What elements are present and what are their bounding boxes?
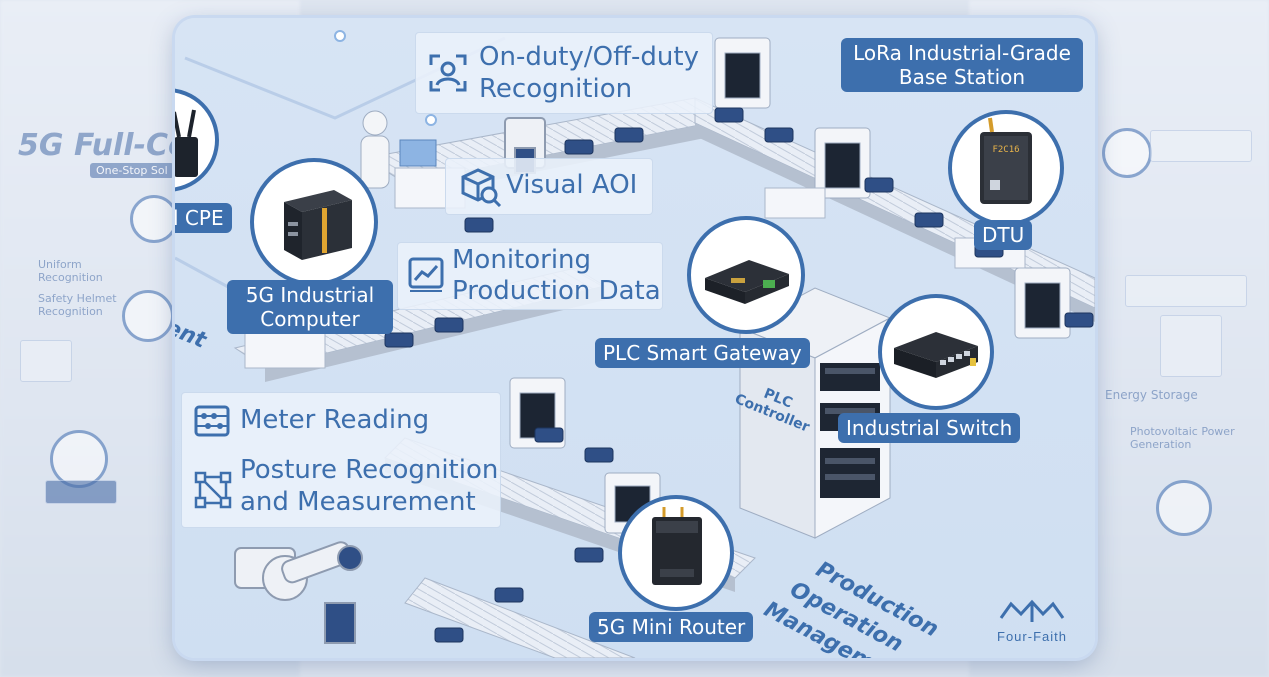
- backdrop-chip: [1125, 275, 1247, 307]
- industrial-computer-label-line1: 5G Industrial: [245, 283, 375, 307]
- product-trays: [384, 107, 1094, 643]
- four-faith-logo: Four-Faith: [977, 598, 1087, 644]
- meter-posture-panel: Meter Reading Posture Recognition and Me…: [181, 392, 501, 528]
- backdrop-chip: [1150, 130, 1252, 162]
- lora-label-line1: LoRa Industrial-Grade: [853, 41, 1071, 65]
- backdrop-item-uniform: Uniform Recognition: [38, 258, 103, 284]
- backdrop-item-energy: Energy Storage: [1105, 388, 1198, 402]
- industrial-computer-disc: [250, 158, 378, 286]
- backdrop-chip: [1160, 315, 1222, 377]
- onduty-label: On-duty/Off-duty: [479, 42, 699, 72]
- plc-gateway-disc: [687, 216, 805, 334]
- monitoring-label: Monitoring: [452, 245, 592, 275]
- backdrop-disc: [122, 290, 174, 342]
- posture-label: Posture Recognition: [240, 455, 499, 485]
- backdrop-title: 5G Full-Co: [18, 128, 189, 163]
- backdrop-item-helmet: Safety Helmet Recognition: [38, 292, 117, 318]
- onduty-label-line2: Recognition: [479, 74, 633, 104]
- monitoring-label-line2: Production Data: [452, 276, 661, 306]
- tunnel-arches: [509, 37, 1071, 534]
- mini-router-disc: [618, 495, 734, 611]
- line-chart-icon: [408, 257, 444, 293]
- cube-magnify-icon: [460, 167, 502, 207]
- backdrop-disc: [1156, 480, 1212, 536]
- nodes-frame-icon: [194, 471, 232, 509]
- lora-label-line2: Base Station: [898, 65, 1026, 89]
- connection-dots: [334, 30, 437, 126]
- posture-label-line2: and Measurement: [240, 487, 476, 517]
- visual-aoi-panel: Visual AOI: [445, 158, 653, 215]
- plc-gateway-label: PLC Smart Gateway: [595, 338, 810, 368]
- worker-figure: [360, 110, 437, 189]
- dtu-disc: F2C16: [948, 110, 1064, 226]
- lora-base-station-label: LoRa Industrial-Grade Base Station: [841, 38, 1083, 92]
- mini-router-label: 5G Mini Router: [589, 612, 754, 642]
- backdrop-item-pv: Photovoltaic Power Generation: [1130, 425, 1235, 451]
- meter-reading-label: Meter Reading: [240, 405, 430, 435]
- onduty-recognition-panel: On-duty/Off-duty Recognition: [415, 32, 713, 114]
- backdrop-disc: [130, 195, 178, 243]
- four-faith-logo-text: Four-Faith: [997, 629, 1067, 644]
- visual-aoi-label: Visual AOI: [506, 170, 638, 200]
- work-stations: [244, 167, 1026, 369]
- industrial-computer-label-line2: Computer: [260, 307, 360, 331]
- dtu-label: DTU: [974, 220, 1033, 250]
- abacus-icon: [194, 405, 230, 437]
- backdrop-chip: [20, 340, 72, 382]
- conveyor-line-bottom-left: [404, 577, 636, 658]
- robot-arm: [234, 541, 363, 644]
- industrial-switch-label: Industrial Switch: [838, 413, 1021, 443]
- four-faith-logo-mark: [999, 599, 1065, 622]
- backdrop-disc: [1102, 128, 1152, 178]
- face-scan-icon: [428, 53, 468, 93]
- monitoring-panel: Monitoring Production Data: [397, 242, 663, 310]
- dtu-model-text: F2C16: [992, 145, 1019, 155]
- industrial-computer-label: 5G Industrial Computer: [227, 280, 393, 334]
- cpe-label: l CPE: [175, 203, 232, 233]
- backdrop-chip: [45, 480, 117, 504]
- industrial-switch-disc: [878, 294, 994, 410]
- backdrop-subtitle: One-Stop Sol: [90, 163, 174, 178]
- main-card: On-duty/Off-duty Recognition Visual AOI …: [175, 18, 1095, 658]
